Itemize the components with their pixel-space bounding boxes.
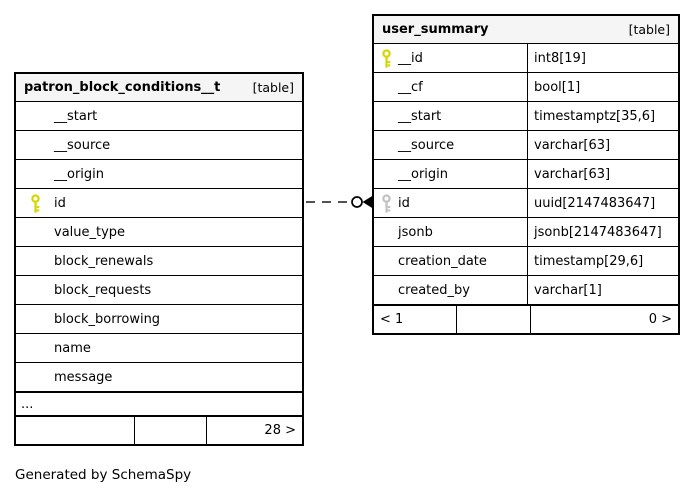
table-header[interactable]: patron_block_conditions__t [table]	[16, 74, 302, 102]
foreign-key-icon	[381, 193, 392, 213]
footer-children-count: 0 >	[648, 312, 672, 327]
column-row: __origin	[16, 160, 302, 189]
column-row: __start timestamptz[35,6]	[374, 102, 678, 131]
column-row: __origin varchar[63]	[374, 160, 678, 189]
table-title[interactable]: user_summary	[382, 22, 489, 37]
table-title[interactable]: patron_block_conditions__t	[24, 80, 221, 95]
column-name: id	[54, 195, 66, 211]
primary-key-icon	[30, 193, 41, 213]
table-footer: 28 >	[16, 416, 302, 444]
column-type: varchar[63]	[534, 137, 611, 153]
table-tag: [table]	[628, 22, 670, 37]
column-row: value_type	[16, 218, 302, 247]
column-row: block_requests	[16, 276, 302, 305]
column-row: creation_date timestamp[29,6]	[374, 247, 678, 276]
footer-children-count: 28 >	[264, 423, 296, 438]
table-header[interactable]: user_summary [table]	[374, 16, 678, 44]
column-row-id-pk: __id int8[19]	[374, 44, 678, 73]
footer-parents-count: < 1	[374, 306, 457, 333]
column-name: created_by	[398, 282, 470, 298]
column-name: name	[54, 340, 91, 356]
column-row: __source	[16, 131, 302, 160]
column-row: block_borrowing	[16, 305, 302, 334]
table-footer: < 1 0 >	[374, 305, 678, 333]
column-type: varchar[1]	[534, 282, 602, 298]
column-type: uuid[2147483647]	[534, 195, 656, 211]
column-type: int8[19]	[534, 50, 586, 66]
generated-by-credit: Generated by SchemaSpy	[15, 467, 192, 483]
column-name: __origin	[398, 166, 449, 182]
column-row: block_renewals	[16, 247, 302, 276]
column-row: name	[16, 334, 302, 363]
column-name: block_renewals	[54, 253, 154, 269]
column-name: jsonb	[398, 224, 433, 240]
column-name: __source	[398, 137, 455, 153]
column-type: jsonb[2147483647]	[534, 224, 662, 240]
column-row: __cf bool[1]	[374, 73, 678, 102]
relationship-connector	[306, 195, 373, 209]
column-name: value_type	[54, 224, 126, 240]
relationship-arrowhead	[362, 195, 373, 209]
column-name: __start	[398, 108, 442, 124]
table-node-patron-block-conditions-t[interactable]: patron_block_conditions__t [table] __sta…	[14, 72, 304, 446]
table-tag: [table]	[252, 80, 294, 95]
column-row: __source varchar[63]	[374, 131, 678, 160]
column-name: __origin	[54, 166, 105, 182]
column-row-id-fk: id uuid[2147483647]	[374, 189, 678, 218]
primary-key-icon	[381, 48, 392, 68]
column-name: id	[398, 195, 410, 211]
column-name: __cf	[398, 79, 423, 95]
column-type: bool[1]	[534, 79, 581, 95]
column-name: __start	[54, 108, 98, 124]
column-row: jsonb jsonb[2147483647]	[374, 218, 678, 247]
column-name: __id	[398, 50, 423, 66]
column-name: creation_date	[398, 253, 487, 269]
footer-cell-middle	[135, 417, 207, 444]
relationship-odot	[351, 196, 363, 208]
column-name: __source	[54, 137, 111, 153]
footer-cell-left	[16, 417, 135, 444]
column-name: block_borrowing	[54, 311, 161, 327]
column-name: message	[54, 369, 113, 385]
column-row-id: id	[16, 189, 302, 218]
column-name: block_requests	[54, 282, 152, 298]
column-type: varchar[63]	[534, 166, 611, 182]
column-row: created_by varchar[1]	[374, 276, 678, 305]
column-row: __start	[16, 102, 302, 131]
table-node-user-summary[interactable]: user_summary [table] __id int8[19] __cf …	[372, 14, 680, 335]
column-type: timestamptz[35,6]	[534, 108, 656, 124]
footer-cell-middle	[457, 306, 531, 333]
more-columns-ellipsis: ...	[16, 392, 302, 416]
column-row: message	[16, 363, 302, 392]
column-type: timestamp[29,6]	[534, 253, 644, 269]
